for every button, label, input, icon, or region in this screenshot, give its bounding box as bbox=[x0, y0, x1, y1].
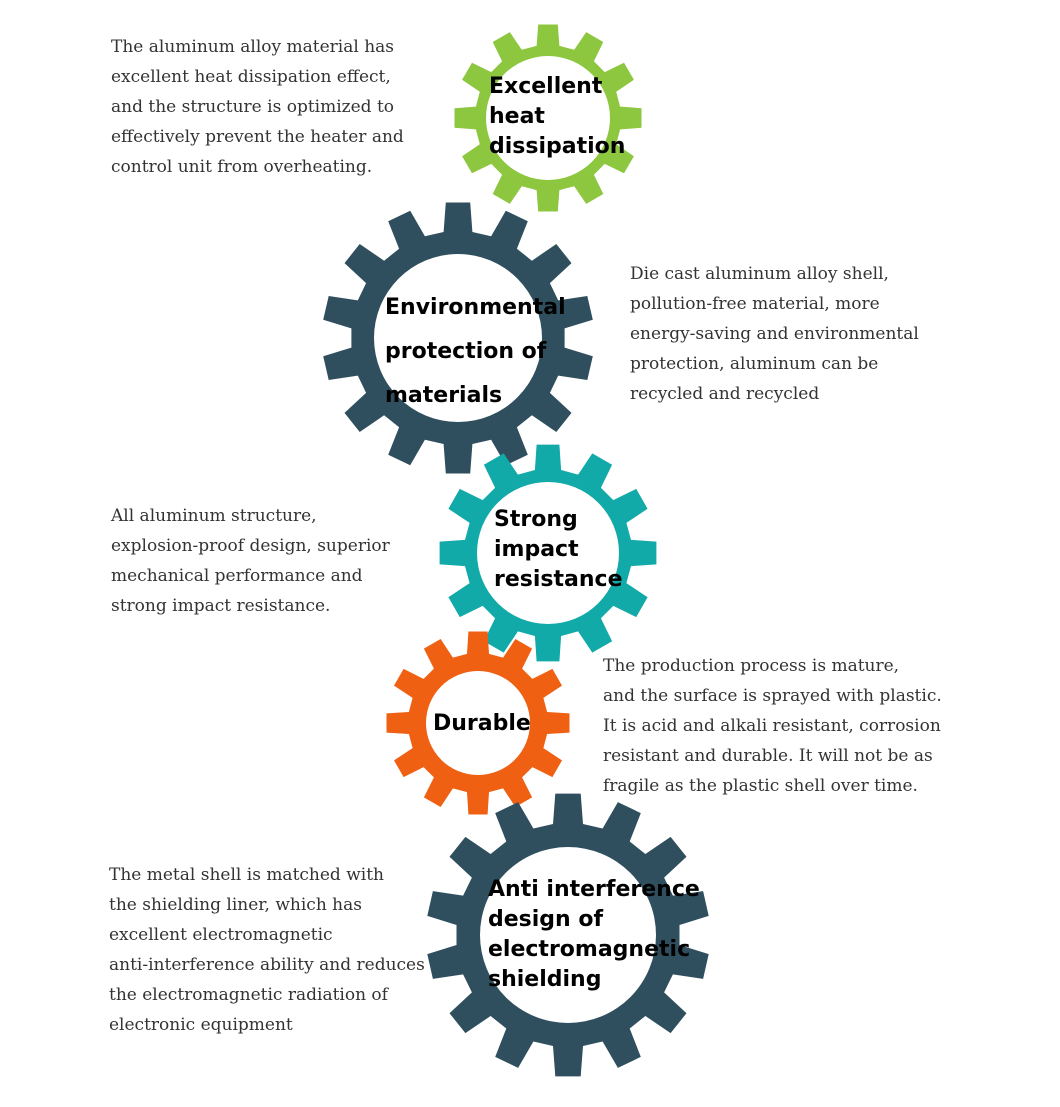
gear-title-durable: Durable bbox=[433, 709, 531, 739]
title-line: Environmental bbox=[385, 295, 566, 320]
title-line: Strong bbox=[494, 507, 578, 532]
gear-electromagnetic-shielding bbox=[427, 793, 709, 1077]
desc-line: fragile as the plastic shell over time. bbox=[603, 776, 918, 796]
desc-line: pollution-free material, more bbox=[630, 294, 880, 314]
title-line: Excellent bbox=[489, 74, 603, 99]
description-electromagnetic-shielding: The metal shell is matched with the shie… bbox=[109, 860, 425, 1040]
title-line: protection of bbox=[385, 339, 547, 364]
gear-title-heat-dissipation: Excellent heat dissipation bbox=[489, 72, 625, 162]
desc-line: excellent heat dissipation effect, bbox=[111, 67, 391, 87]
gear-title-impact-resistance: Strong impact resistance bbox=[494, 505, 623, 595]
title-line: materials bbox=[385, 383, 503, 408]
desc-line: The production process is mature, bbox=[603, 656, 900, 676]
title-line: Anti interference bbox=[488, 877, 700, 902]
title-line: impact bbox=[494, 537, 579, 562]
desc-line: anti-interference ability and reduces bbox=[109, 955, 425, 975]
desc-line: protection, aluminum can be bbox=[630, 354, 879, 374]
gear-heat-dissipation bbox=[454, 24, 642, 212]
desc-line: excellent electromagnetic bbox=[109, 925, 333, 945]
title-line: Durable bbox=[433, 711, 531, 736]
gear-title-electromagnetic-shielding: Anti interference design of electromagne… bbox=[488, 875, 700, 995]
desc-line: energy-saving and environmental bbox=[630, 324, 919, 344]
desc-line: It is acid and alkali resistant, corrosi… bbox=[603, 716, 941, 736]
title-line: shielding bbox=[488, 967, 602, 992]
title-line: resistance bbox=[494, 567, 623, 592]
desc-line: electronic equipment bbox=[109, 1015, 293, 1035]
desc-line: The aluminum alloy material has bbox=[111, 37, 394, 57]
desc-line: The metal shell is matched with bbox=[109, 865, 384, 885]
desc-line: recycled and recycled bbox=[630, 384, 820, 404]
title-line: design of bbox=[488, 907, 604, 932]
desc-line: the shielding liner, which has bbox=[109, 895, 362, 915]
desc-line: strong impact resistance. bbox=[111, 596, 331, 616]
gear-impact-resistance bbox=[439, 444, 657, 662]
desc-line: All aluminum structure, bbox=[111, 506, 317, 526]
description-heat-dissipation: The aluminum alloy material has excellen… bbox=[111, 32, 404, 182]
desc-line: mechanical performance and bbox=[111, 566, 363, 586]
description-impact-resistance: All aluminum structure, explosion-proof … bbox=[111, 501, 390, 621]
desc-line: Die cast aluminum alloy shell, bbox=[630, 264, 889, 284]
title-line: heat bbox=[489, 104, 545, 129]
desc-line: resistant and durable. It will not be as bbox=[603, 746, 933, 766]
title-line: electromagnetic bbox=[488, 937, 691, 962]
gear-durable bbox=[386, 631, 570, 815]
desc-line: effectively prevent the heater and bbox=[111, 127, 404, 147]
desc-line: explosion-proof design, superior bbox=[111, 536, 390, 556]
gear-title-environmental-protection: Environmental protection of materials bbox=[385, 286, 566, 418]
desc-line: and the structure is optimized to bbox=[111, 97, 395, 117]
desc-line: control unit from overheating. bbox=[111, 157, 373, 177]
title-line: dissipation bbox=[489, 134, 626, 159]
desc-line: the electromagnetic radiation of bbox=[109, 985, 388, 1005]
gear-environmental-protection bbox=[323, 202, 593, 474]
description-environmental-protection: Die cast aluminum alloy shell, pollution… bbox=[630, 259, 919, 409]
description-durable: The production process is mature, and th… bbox=[603, 651, 942, 801]
desc-line: and the surface is sprayed with plastic. bbox=[603, 686, 942, 706]
